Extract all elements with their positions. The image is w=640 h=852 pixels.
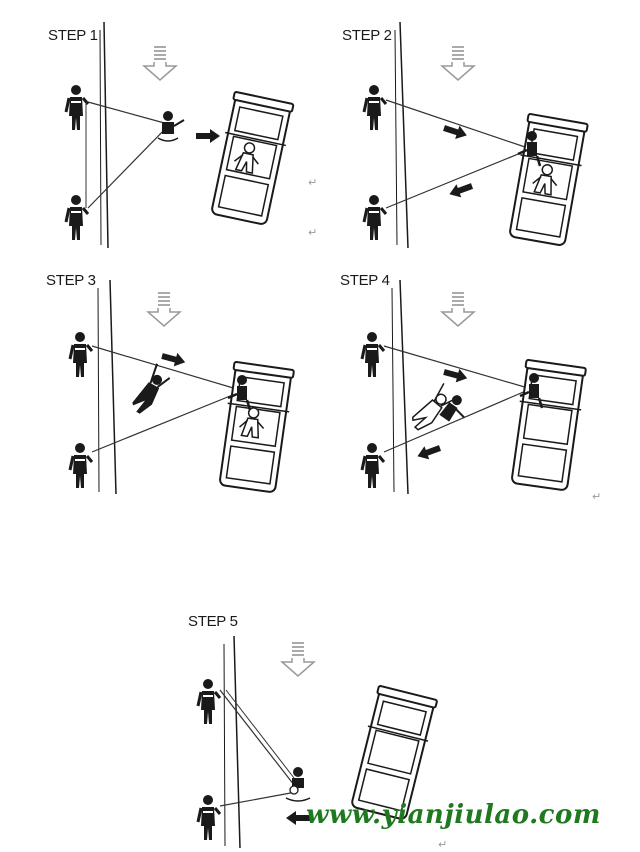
car-icon: [207, 90, 296, 227]
step-1-panel: [64, 21, 296, 249]
rescuer-upper-icon: [64, 83, 90, 132]
push-arrow-icon: [196, 129, 220, 143]
pull-arrow-icon: [415, 441, 443, 463]
rescuer-on-car-icon: [519, 373, 544, 409]
flow-direction-icon: [441, 291, 475, 327]
step-1-label: STEP 1: [48, 27, 98, 44]
rescuer-lower-icon: [64, 193, 90, 242]
rescuer-lower-icon: [360, 441, 386, 490]
car-icon: [505, 112, 590, 248]
step-3-panel: [68, 279, 296, 495]
rescuer-on-rope-icon: [132, 363, 171, 414]
step-4-label: STEP 4: [340, 272, 390, 289]
flow-direction-icon: [441, 45, 475, 81]
return-mark-icon: ↵: [308, 176, 318, 189]
rescuer-with-victim-icon: [285, 767, 311, 802]
step-5-panel: [196, 635, 440, 849]
step-2-panel: [362, 21, 590, 249]
pull-arrow-icon: [447, 179, 475, 201]
flow-direction-icon: [147, 291, 181, 327]
rescuer-upper-icon: [360, 330, 386, 379]
step-2-label: STEP 2: [342, 27, 392, 44]
rescuer-on-rope-icon: [439, 395, 465, 422]
return-mark-icon: ↵: [438, 838, 448, 851]
watermark-text: www.yianjiulao.com: [306, 800, 601, 830]
rescuer-lower-icon: [362, 193, 388, 242]
rescuer-upper-icon: [68, 330, 94, 379]
flow-direction-icon: [281, 641, 315, 677]
step-5-label: STEP 5: [188, 613, 238, 630]
return-mark-icon: ↵: [592, 490, 602, 503]
push-arrow-icon: [160, 349, 187, 369]
victim-on-rope-icon: [411, 383, 455, 431]
rescuer-lower-icon: [68, 441, 94, 490]
push-arrow-icon: [441, 121, 469, 143]
rescuer-on-car-icon: [517, 131, 542, 167]
rescuer-on-car-icon: [227, 375, 252, 411]
rescuer-swimmer-icon: [157, 111, 185, 142]
rescuer-upper-icon: [362, 83, 388, 132]
rescuer-lower-icon: [196, 793, 222, 842]
car-icon: [507, 358, 588, 493]
car-icon: [215, 360, 296, 495]
step-4-panel: [360, 279, 588, 495]
rescuer-upper-icon: [196, 677, 222, 726]
push-arrow-icon: [442, 365, 469, 385]
step-3-label: STEP 3: [46, 272, 96, 289]
flow-direction-icon: [143, 45, 177, 81]
return-mark-icon: ↵: [308, 226, 318, 239]
